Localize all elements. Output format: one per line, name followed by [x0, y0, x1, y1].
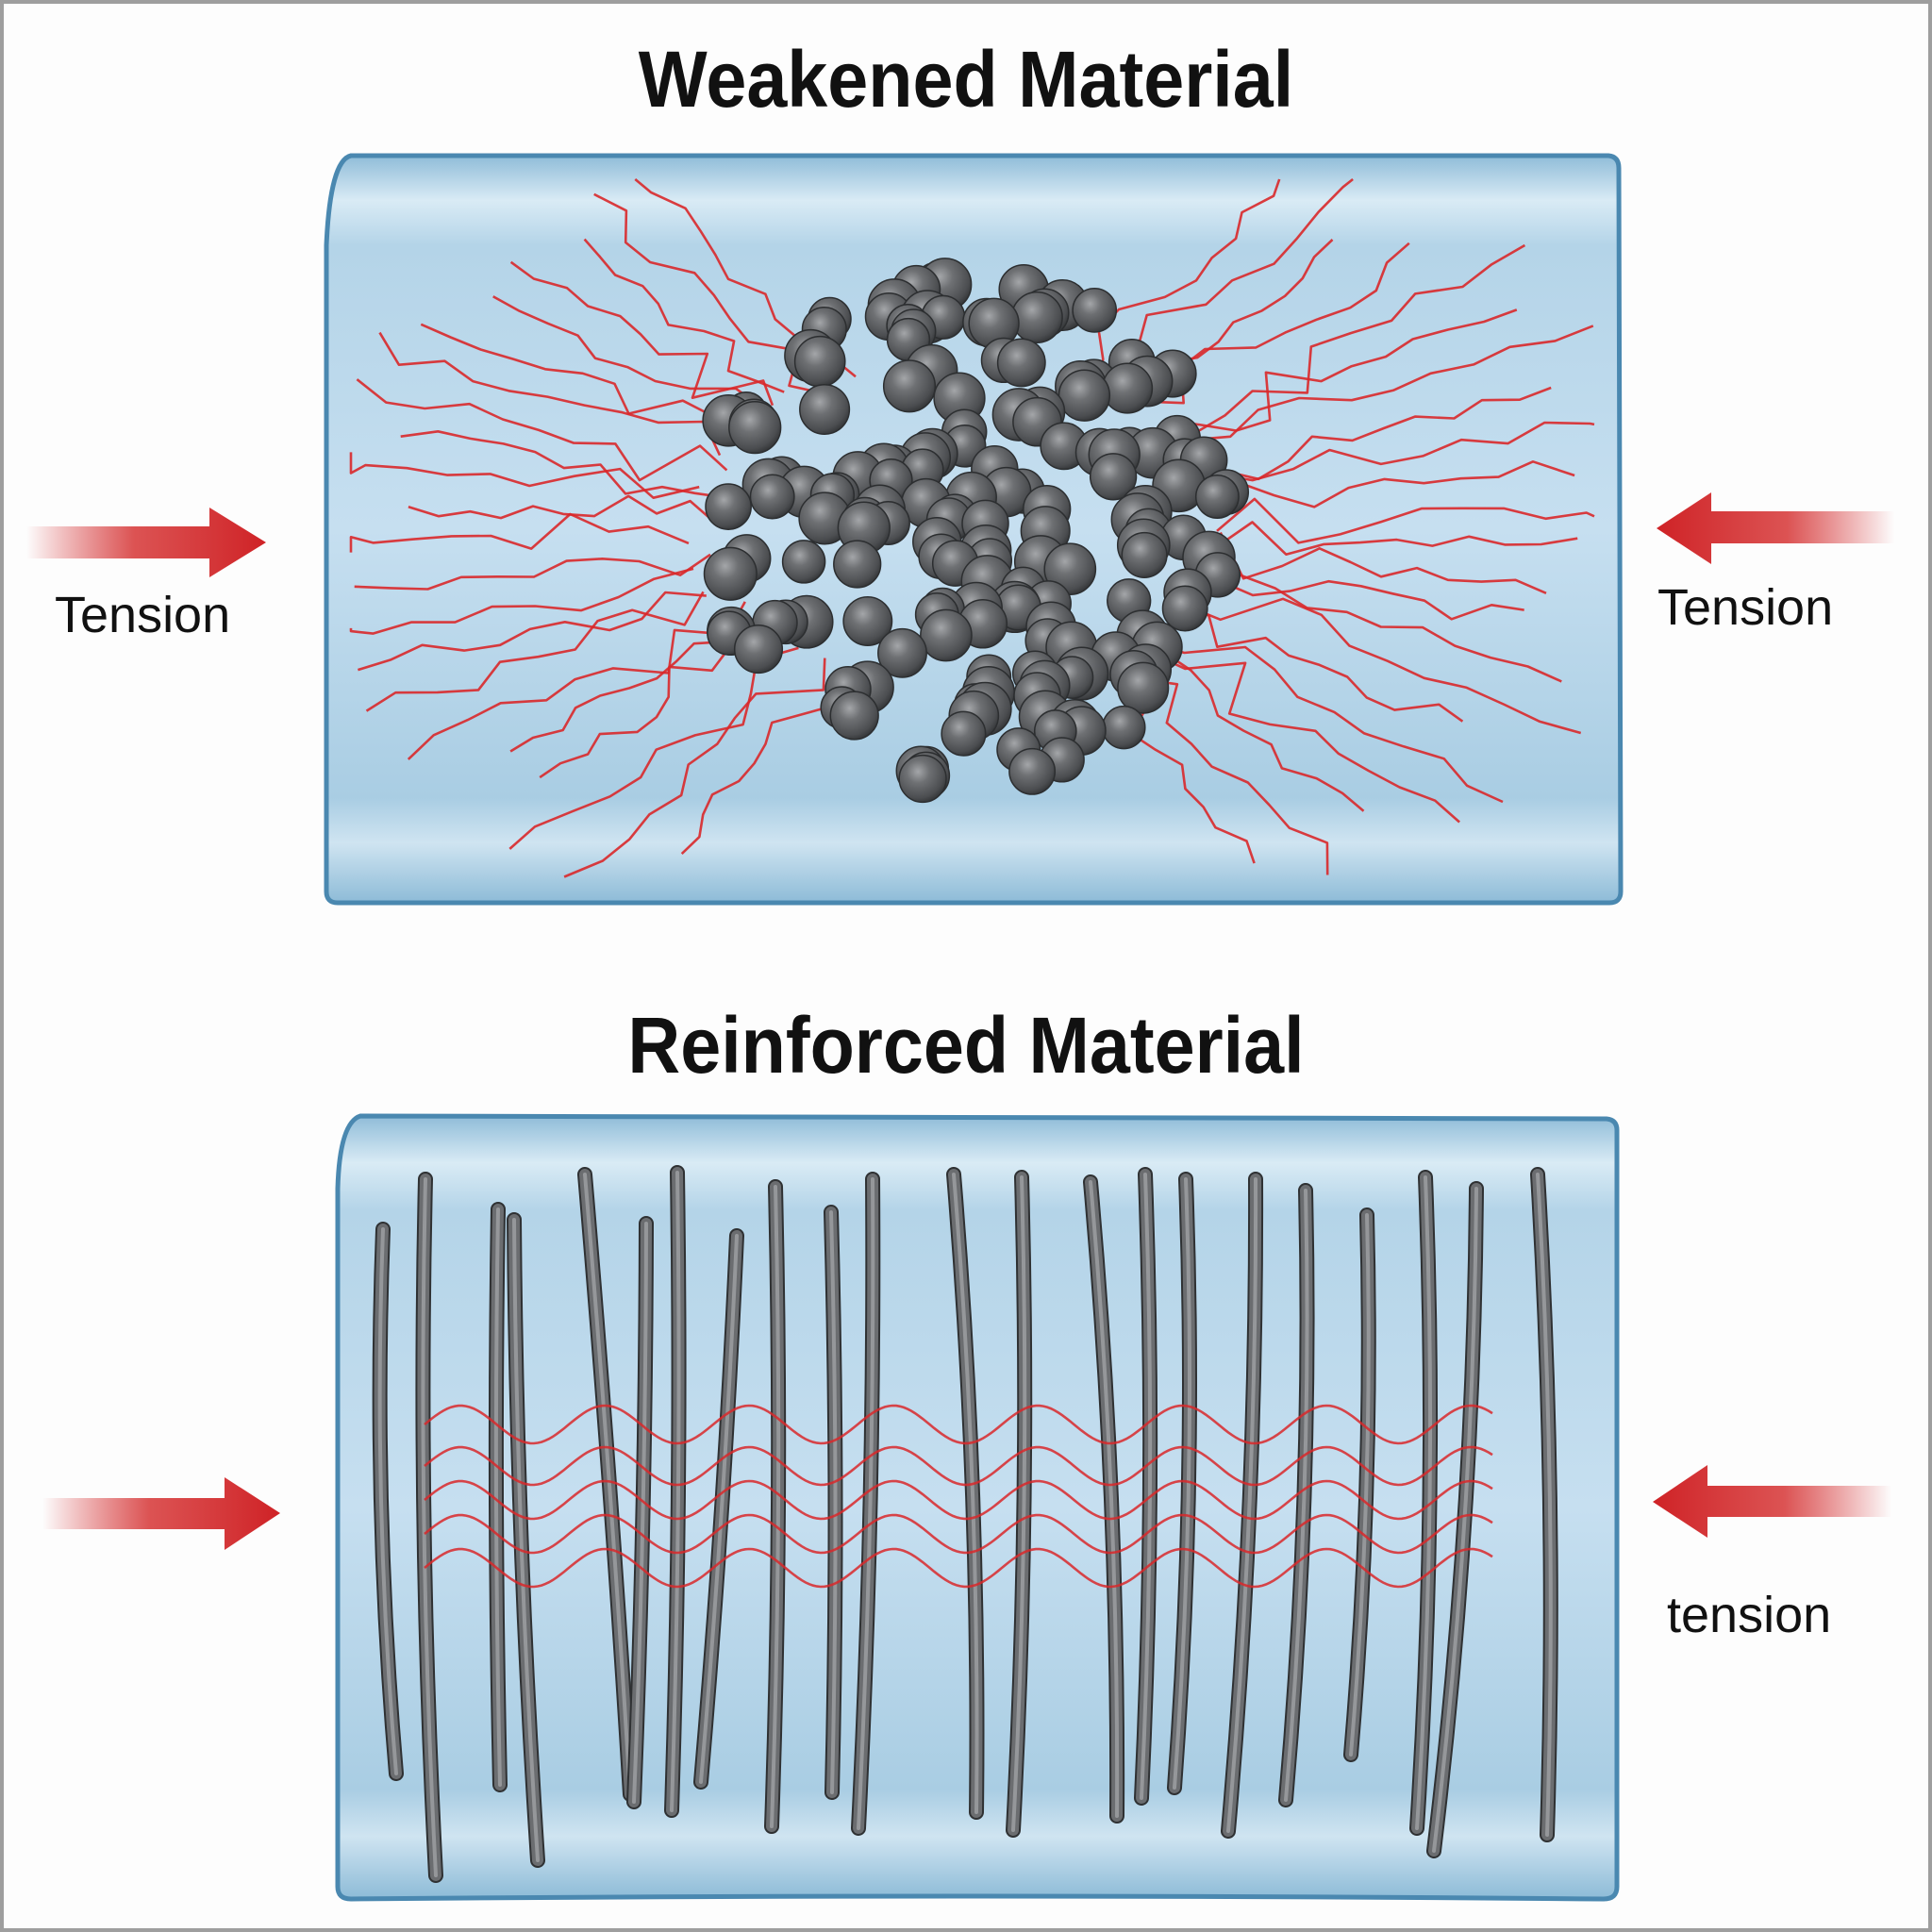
- fiber-group: [372, 1165, 1558, 1883]
- particle: [941, 710, 987, 757]
- particle: [799, 383, 851, 436]
- crack-line: [1096, 178, 1281, 386]
- particle: [1072, 288, 1118, 333]
- tension-label-top-left: Tension: [55, 587, 231, 643]
- crack-line: [354, 553, 711, 591]
- tension-arrow-bottom-left: [42, 1477, 280, 1550]
- particle: [749, 474, 795, 520]
- crack-line: [1182, 597, 1582, 735]
- particle: [781, 540, 826, 584]
- crack-line: [1167, 613, 1464, 723]
- particle: [1102, 362, 1154, 414]
- particle: [793, 335, 846, 388]
- particle: [833, 540, 882, 589]
- particle: [1058, 369, 1111, 422]
- crack-line: [1200, 547, 1524, 621]
- crack-line: [1183, 308, 1518, 432]
- crack-line: [583, 238, 785, 393]
- crack-line: [349, 452, 700, 499]
- particle: [1102, 705, 1146, 750]
- crack-line: [539, 644, 758, 779]
- particle: [842, 596, 893, 646]
- crack-line: [509, 260, 774, 407]
- crack-line: [1202, 421, 1595, 482]
- particle-cluster: [702, 258, 1250, 804]
- crack-line: [349, 567, 694, 635]
- stress-wave: [424, 1479, 1493, 1521]
- particle: [1008, 747, 1057, 795]
- particle: [877, 627, 927, 678]
- particle: [705, 483, 752, 530]
- particle: [898, 754, 947, 804]
- particle: [1010, 291, 1063, 343]
- stress-cracks: [349, 177, 1595, 878]
- crack-line: [1216, 497, 1595, 544]
- crack-line: [365, 591, 705, 712]
- particle: [1161, 585, 1208, 632]
- crack-line: [508, 646, 799, 850]
- particle: [733, 625, 784, 675]
- stress-wave: [424, 1404, 1493, 1445]
- crack-line: [1196, 460, 1575, 508]
- particle: [1194, 475, 1240, 519]
- crack-line: [509, 617, 744, 753]
- particle: [1117, 661, 1170, 714]
- crack-line: [1182, 325, 1594, 442]
- crack-line: [1191, 574, 1562, 683]
- particle: [1089, 453, 1138, 501]
- crack-line: [1141, 640, 1504, 804]
- tension-label-top-right: Tension: [1657, 579, 1834, 636]
- particle: [703, 546, 758, 601]
- crack-line: [356, 378, 728, 482]
- stress-wave: [424, 1513, 1493, 1555]
- weakened-material-panel: [324, 153, 1624, 906]
- crack-line: [1216, 386, 1552, 481]
- particle: [728, 400, 782, 455]
- stress-wave: [424, 1547, 1493, 1589]
- stress-wave: [424, 1445, 1493, 1487]
- particle: [1121, 531, 1168, 578]
- particle: [996, 338, 1046, 388]
- crack-line: [1213, 521, 1578, 556]
- crack-line: [563, 658, 826, 878]
- tension-arrow-top-left: [26, 508, 266, 577]
- crack-line: [1219, 531, 1547, 594]
- particle: [920, 608, 973, 662]
- reinforced-material-title: Reinforced Material: [627, 1001, 1305, 1090]
- crack-line: [1191, 243, 1526, 437]
- reinforced-material-panel: [335, 1113, 1620, 1902]
- crack-line: [420, 323, 735, 436]
- crack-line: [349, 512, 690, 553]
- tension-label-bottom-right: tension: [1667, 1587, 1832, 1643]
- tension-arrow-top-right: [1657, 492, 1894, 564]
- tension-arrow-bottom-right: [1653, 1465, 1891, 1538]
- crack-line: [407, 601, 746, 760]
- crack-line: [378, 331, 722, 457]
- stress-waves: [424, 1404, 1493, 1589]
- crack-line: [400, 430, 729, 500]
- crack-line: [358, 591, 707, 672]
- crack-line: [1140, 638, 1365, 812]
- particle: [1043, 542, 1097, 596]
- weakened-material-title: Weakened Material: [638, 35, 1294, 124]
- crack-line: [408, 494, 719, 526]
- particle: [829, 691, 879, 741]
- crack-line: [1151, 652, 1460, 824]
- particle: [882, 359, 937, 413]
